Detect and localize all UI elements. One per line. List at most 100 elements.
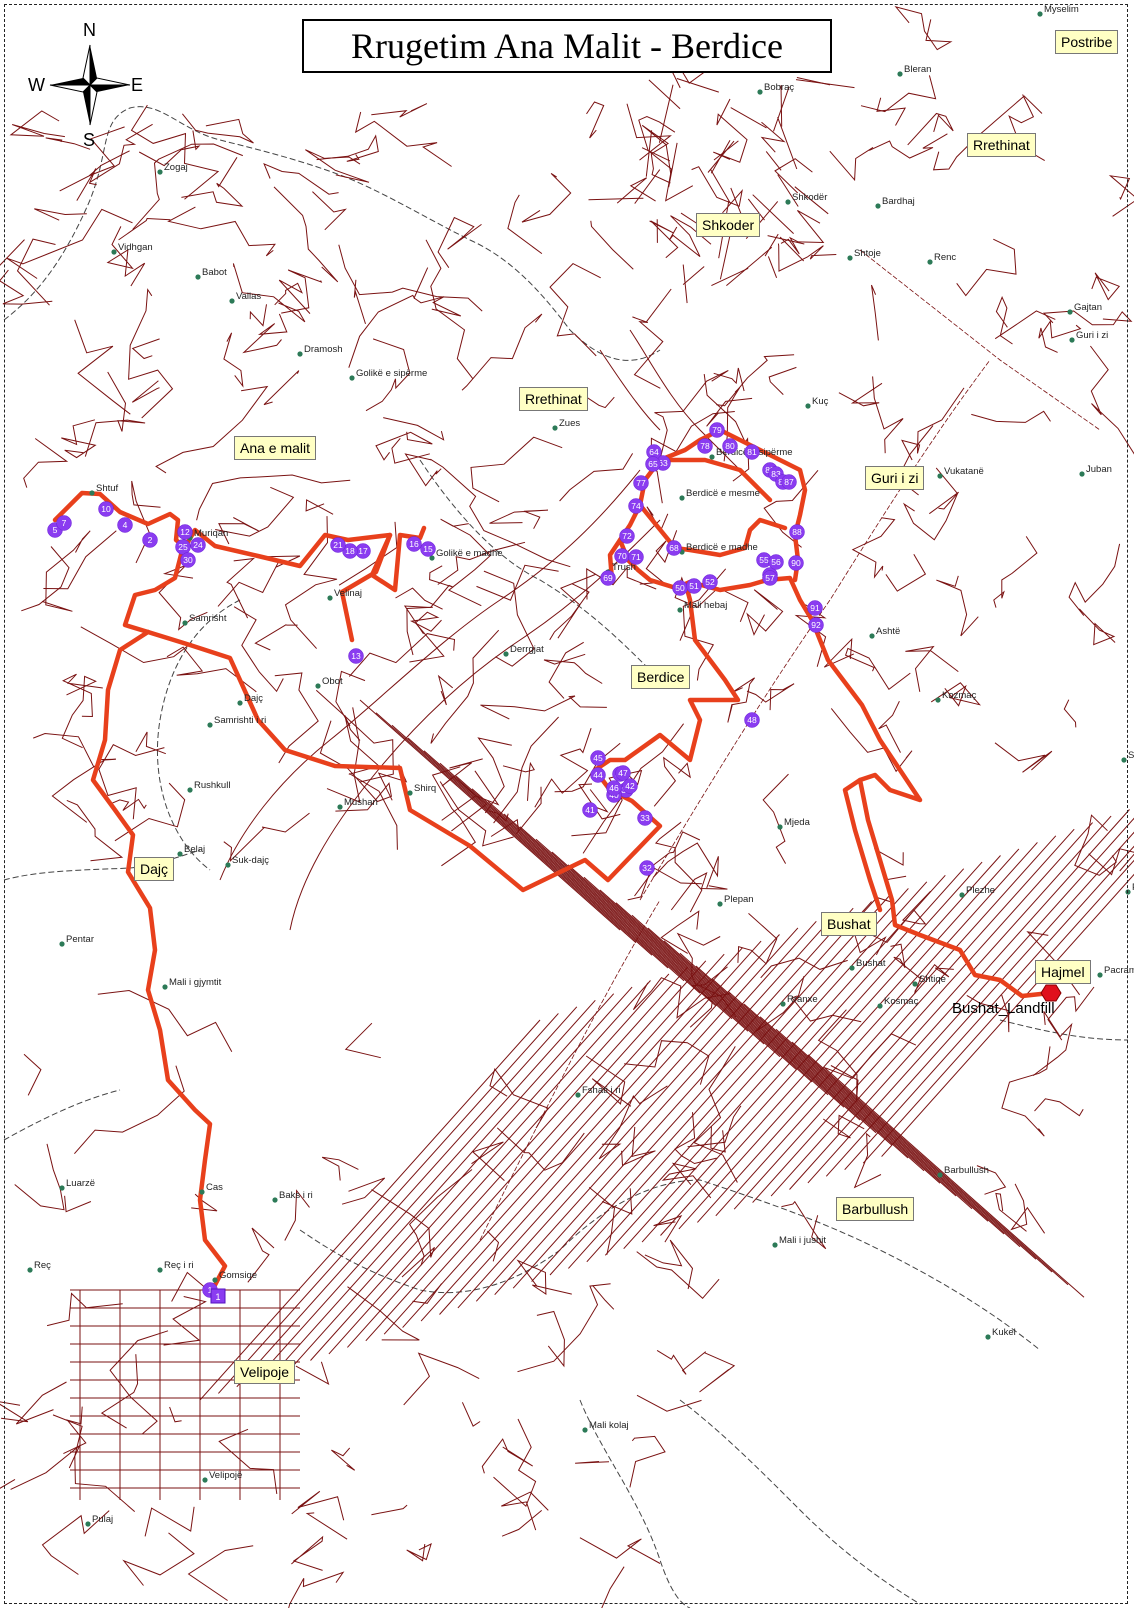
- route-stop: 4: [117, 517, 133, 533]
- village-marker: Zues: [552, 418, 580, 431]
- village-marker: Myselim: [1037, 4, 1079, 17]
- village-marker: Suk-dajç: [225, 855, 269, 868]
- village-marker: Berdicë e mesme: [679, 488, 760, 501]
- village-marker: Plepan: [717, 894, 754, 907]
- village-marker: Ashtë: [869, 626, 900, 639]
- village-marker: Fshati i ri: [575, 1085, 621, 1098]
- village-name: Renc: [934, 252, 956, 263]
- village-name: Myselim: [1044, 4, 1079, 15]
- route-stop-number: 16: [409, 539, 419, 549]
- route-stop-number: 41: [585, 805, 595, 815]
- route-stop: 92: [808, 617, 824, 633]
- village-name: Pacram: [1104, 965, 1134, 976]
- village-name: Mali kolaj: [589, 1420, 629, 1431]
- village-marker: Pistull: [1125, 882, 1134, 895]
- route-stop: 77: [633, 475, 649, 491]
- village-name: Pistull: [1132, 882, 1134, 893]
- village-name: Dajç: [244, 693, 263, 704]
- village-name: Ashtë: [876, 626, 900, 637]
- village-name: Obot: [322, 676, 343, 687]
- village-marker: Shirq: [407, 783, 436, 796]
- village-name: Reç: [34, 1260, 51, 1271]
- route-stop-number: 25: [178, 542, 188, 552]
- village-marker: Rranxe: [780, 994, 818, 1007]
- route-stop-number: 42: [625, 781, 635, 791]
- route-stop-number: 83: [771, 469, 781, 479]
- village-marker: Juban: [1079, 464, 1112, 477]
- village-marker: Gajtan: [1067, 302, 1102, 315]
- village-name: Luarzë: [66, 1178, 95, 1189]
- village-marker: Guri i zi: [1069, 330, 1108, 343]
- village-marker: Vukatanë: [937, 466, 984, 479]
- village-marker: Pacram: [1097, 965, 1134, 978]
- route-stop-number: 63: [658, 458, 668, 468]
- route-stop: 88: [789, 524, 805, 540]
- village-marker: Kozmaç: [935, 690, 977, 703]
- village-name: Juban: [1086, 464, 1112, 475]
- route-stop-number: 65: [648, 459, 658, 469]
- route-stop: 32: [639, 860, 655, 876]
- village-marker: Shtiqe: [912, 974, 946, 987]
- village-marker: Obot: [315, 676, 343, 689]
- village-name: Vukatanë: [944, 466, 984, 477]
- route-stop-number: 92: [811, 620, 821, 630]
- village-name: Zogaj: [164, 162, 188, 173]
- route-stop-number: 87: [784, 477, 794, 487]
- label-shkoder: Shkoder: [696, 213, 761, 237]
- route-stop: 2: [142, 532, 158, 548]
- village-name: Berdicë e mesme: [686, 488, 760, 499]
- village-marker: Gomsiqe: [212, 1270, 257, 1283]
- route-stop: 55: [756, 552, 772, 568]
- route-stop-number: 33: [640, 813, 650, 823]
- village-marker: Barbullush: [937, 1165, 989, 1178]
- route-stop: 12: [177, 524, 193, 540]
- village-name: Mushan: [344, 797, 378, 808]
- village-marker: Samrisht: [182, 613, 227, 626]
- route-stop: 41: [582, 802, 598, 818]
- label-ana-e-malit: Ana e malit: [234, 436, 317, 460]
- village-marker: Shtuf: [89, 483, 119, 496]
- route-stop: 51: [686, 578, 702, 594]
- village-marker: Bobraç: [757, 82, 794, 95]
- village-name: Vidhgan: [118, 242, 153, 253]
- road-network: [0, 6, 1134, 1608]
- route-stop: 50: [672, 580, 688, 596]
- village-marker: Bleran: [897, 64, 931, 77]
- label-guri-i-zi: Guri i zi: [865, 466, 925, 490]
- route-stop-number: 90: [791, 558, 801, 568]
- route-stop: 79: [709, 422, 725, 438]
- route-stop: 68: [666, 540, 682, 556]
- route-stop-number: 47: [618, 768, 628, 778]
- village-name: Shtiqi: [1128, 750, 1134, 761]
- route-stop: 47: [615, 765, 631, 781]
- route-stop: 48: [744, 712, 760, 728]
- label-barbullush: Barbullush: [836, 1197, 915, 1221]
- village-name: Kozmaç: [942, 690, 977, 701]
- village-name: Dramosh: [304, 344, 343, 355]
- route-stop: 7: [56, 515, 72, 531]
- route-stop-number: 50: [675, 583, 685, 593]
- route-stop: 81: [744, 444, 760, 460]
- route-stop: 13: [348, 648, 364, 664]
- route-stop-number: 44: [593, 770, 603, 780]
- route-stop-number: 74: [631, 501, 641, 511]
- village-marker: Belaj: [177, 844, 205, 857]
- village-marker: Kukel: [985, 1327, 1016, 1340]
- route-stop-number: 78: [700, 441, 710, 451]
- village-marker: Bushat: [849, 958, 886, 971]
- route-stop: 80: [722, 438, 738, 454]
- village-name: Guri i zi: [1076, 330, 1108, 341]
- route-stop-number: 79: [712, 425, 722, 435]
- village-marker: Zogaj: [157, 162, 188, 175]
- village-name: Mali i gjymtit: [169, 977, 222, 988]
- route-stop-number: 77: [636, 478, 646, 488]
- village-marker: Kuç: [805, 396, 829, 409]
- route-stop-number: 51: [689, 581, 699, 591]
- village-name: Samrisht: [189, 613, 227, 624]
- route-stop-number: 69: [603, 573, 613, 583]
- village-name: Babot: [202, 267, 227, 278]
- village-name: Mjeda: [784, 817, 811, 828]
- route-stop-number: 88: [792, 527, 802, 537]
